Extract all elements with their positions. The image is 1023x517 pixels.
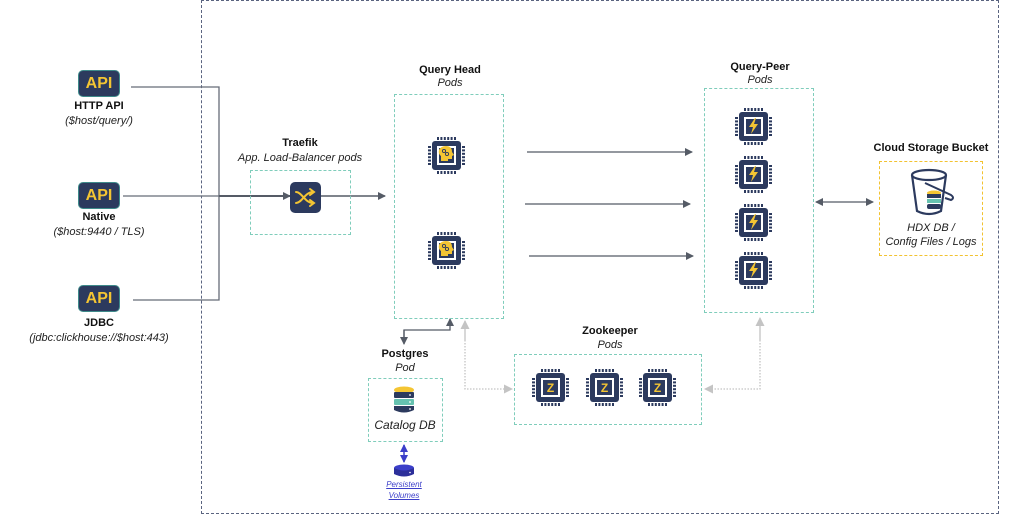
- postgres-label: Catalog DB: [374, 418, 436, 432]
- database-icon[interactable]: [393, 386, 415, 414]
- zookeeper-chip-icon[interactable]: Z: [531, 368, 570, 412]
- svg-text:Z: Z: [601, 381, 608, 395]
- query-head-subtitle: Pods: [437, 77, 463, 89]
- api-badge-jdbc[interactable]: API: [78, 285, 120, 312]
- persistent-volumes-line2[interactable]: Volumes: [388, 491, 420, 500]
- zookeeper-chip-icon[interactable]: Z: [638, 368, 677, 412]
- storage-title: Cloud Storage Bucket: [873, 142, 989, 154]
- svg-text:Z: Z: [654, 381, 661, 395]
- storage-group: [879, 161, 983, 256]
- dotted-zookeeper-peer: [704, 325, 761, 394]
- postgres-title: Postgres: [381, 348, 429, 360]
- storage-label-line1: HDX DB /: [907, 222, 955, 234]
- zookeeper-subtitle: Pods: [597, 339, 623, 351]
- query-peer-title: Query-Peer: [730, 61, 790, 73]
- storage-label-line2: Config Files / Logs: [885, 236, 977, 248]
- zookeeper-chip-icon[interactable]: Z: [585, 368, 624, 412]
- client-name-http: HTTP API: [74, 100, 124, 112]
- zookeeper-group: [514, 354, 702, 425]
- api-badge-http[interactable]: API: [78, 70, 120, 97]
- query-peer-group: [704, 88, 814, 313]
- persistent-volumes-line1[interactable]: Persistent: [386, 480, 422, 489]
- client-endpoint-native: ($host:9440 / TLS): [53, 226, 145, 238]
- lightning-chip-icon[interactable]: [734, 203, 773, 247]
- lightning-chip-icon[interactable]: [734, 251, 773, 295]
- dotted-head-zookeeper: [464, 322, 513, 394]
- cluster-boundary: [201, 0, 999, 514]
- client-endpoint-jdbc: (jdbc:clickhouse://$host:443): [29, 332, 169, 344]
- query-head-group: [394, 94, 504, 319]
- disk-icon[interactable]: [393, 464, 415, 478]
- bucket-icon[interactable]: [907, 167, 957, 219]
- persistent-volumes-link[interactable]: Persistent Volumes: [370, 479, 438, 501]
- traefik-group: [250, 170, 351, 235]
- lightning-chip-icon[interactable]: [734, 107, 773, 151]
- client-name-native: Native: [82, 211, 116, 223]
- traefik-subtitle: App. Load-Balancer pods: [237, 152, 363, 164]
- query-head-title: Query Head: [419, 64, 481, 76]
- client-endpoint-http: ($host/query/): [65, 115, 133, 127]
- postgres-group: [368, 378, 443, 442]
- brain-chip-icon[interactable]: [427, 136, 466, 180]
- api-badge-native[interactable]: API: [78, 182, 120, 209]
- brain-chip-icon[interactable]: [427, 231, 466, 275]
- zookeeper-title: Zookeeper: [582, 325, 638, 337]
- traefik-title: Traefik: [282, 137, 318, 149]
- api-merge-lines: [123, 86, 220, 301]
- lightning-chip-icon[interactable]: [734, 155, 773, 199]
- svg-text:Z: Z: [547, 381, 554, 395]
- client-name-jdbc: JDBC: [84, 317, 114, 329]
- shuffle-icon[interactable]: [290, 182, 321, 213]
- postgres-subtitle: Pod: [395, 362, 415, 374]
- query-peer-subtitle: Pods: [747, 74, 773, 86]
